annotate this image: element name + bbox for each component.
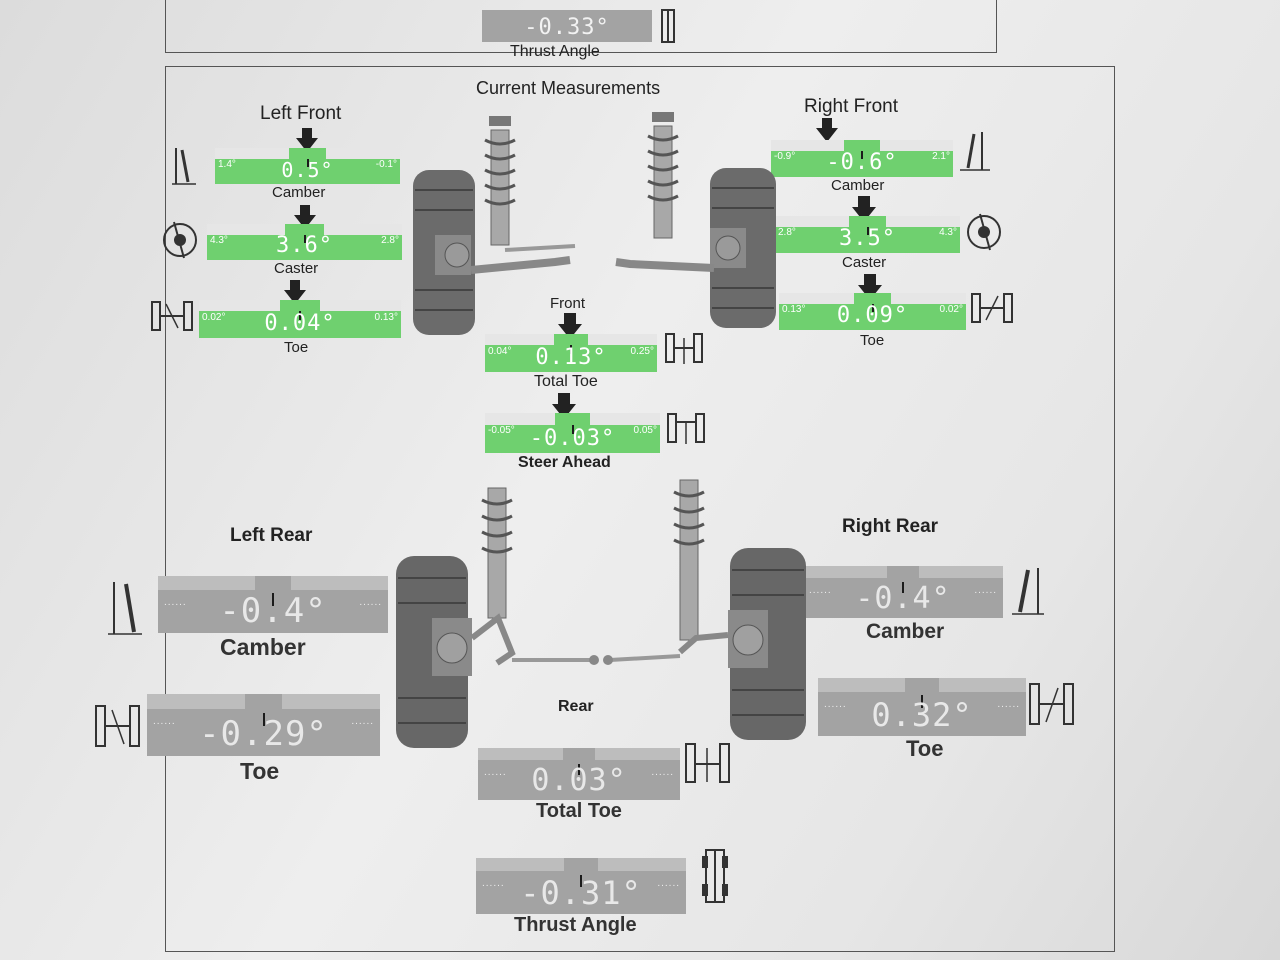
front-total-toe-value: 0.13° bbox=[535, 345, 607, 370]
rear-thrust-angle-label: Thrust Angle bbox=[514, 914, 637, 936]
left-front-camber-gauge: 1.4° -0.1° 0.5° bbox=[215, 148, 400, 184]
toe-icon bbox=[667, 413, 705, 444]
right-front-camber-max: 2.1° bbox=[932, 151, 950, 163]
rear-total-toe-value: 0.03° bbox=[531, 763, 627, 798]
toe-icon bbox=[151, 301, 193, 331]
steer-ahead-label: Steer Ahead bbox=[518, 454, 611, 471]
front-total-toe-gauge: 0.04° 0.25° 0.13° bbox=[485, 334, 657, 372]
right-front-caster-gauge: 2.8° 4.3° 3.5° bbox=[775, 216, 960, 253]
right-front-toe-gauge: 0.13° 0.02° 0.09° bbox=[779, 293, 966, 330]
front-total-toe-min: 0.04° bbox=[488, 345, 512, 357]
caster-icon bbox=[967, 213, 1001, 251]
camber-icon bbox=[1012, 568, 1044, 615]
steer-ahead-value: -0.03° bbox=[529, 426, 616, 451]
indicator-arrow-icon bbox=[284, 280, 306, 304]
front-heading: Front bbox=[550, 295, 586, 312]
indicator-arrow-icon bbox=[294, 205, 316, 229]
right-front-camber-gauge: -0.9° 2.1° -0.6° bbox=[771, 140, 953, 177]
current-measurements-frame bbox=[165, 66, 1115, 952]
suspension-strut-icon bbox=[615, 112, 776, 328]
indicator-arrow-icon bbox=[852, 196, 876, 222]
right-front-camber-min: -0.9° bbox=[774, 151, 796, 163]
front-total-toe-label: Total Toe bbox=[534, 373, 598, 390]
steer-ahead-gauge: -0.05° 0.05° -0.03° bbox=[485, 413, 660, 453]
left-rear-camber-gauge: ............ -0.4° bbox=[158, 576, 388, 633]
indicator-arrow-icon bbox=[552, 393, 576, 419]
right-front-camber-value: -0.6° bbox=[826, 150, 898, 175]
right-front-toe-max: 0.02° bbox=[939, 304, 963, 316]
left-rear-toe-label: Toe bbox=[240, 758, 280, 784]
left-front-camber-value: 0.5° bbox=[281, 158, 334, 182]
right-rear-camber-label: Camber bbox=[866, 620, 945, 643]
page-title: Current Measurements bbox=[476, 78, 661, 98]
thrust-angle-icon bbox=[702, 849, 728, 903]
right-front-toe-min: 0.13° bbox=[782, 304, 806, 316]
left-front-toe-label: Toe bbox=[284, 339, 309, 356]
thrust-angle-icon bbox=[658, 8, 678, 44]
toe-icon bbox=[95, 705, 140, 747]
steer-ahead-max: 0.05° bbox=[633, 425, 657, 437]
indicator-arrow-icon bbox=[858, 274, 882, 300]
rear-thrust-angle-gauge: ............ -0.31° bbox=[476, 858, 686, 914]
left-rear-camber-value: -0.4° bbox=[219, 591, 327, 631]
left-front-toe-value: 0.04° bbox=[264, 311, 336, 336]
right-front-toe-value: 0.09° bbox=[836, 303, 909, 328]
toe-icon bbox=[1029, 683, 1074, 725]
right-rear-camber-value: -0.4° bbox=[855, 581, 951, 616]
right-front-toe-label: Toe bbox=[860, 332, 885, 349]
top-thrust-angle-gauge: -0.33° bbox=[482, 10, 652, 42]
right-rear-toe-label: Toe bbox=[906, 736, 944, 761]
toe-icon bbox=[685, 743, 730, 783]
front-total-toe-max: 0.25° bbox=[630, 345, 654, 357]
toe-icon bbox=[971, 293, 1013, 323]
rear-total-toe-label: Total Toe bbox=[536, 800, 622, 822]
left-front-caster-max: 2.8° bbox=[381, 235, 399, 247]
camber-icon bbox=[172, 148, 196, 185]
indicator-arrow-icon bbox=[558, 313, 582, 339]
right-rear-heading: Right Rear bbox=[842, 516, 939, 537]
left-rear-camber-label: Camber bbox=[220, 634, 306, 660]
rear-heading: Rear bbox=[558, 698, 594, 715]
left-rear-heading: Left Rear bbox=[230, 525, 313, 546]
right-front-caster-value: 3.5° bbox=[839, 226, 896, 251]
right-rear-toe-gauge: ............ 0.32° bbox=[818, 678, 1026, 736]
indicator-arrow-icon bbox=[816, 118, 838, 142]
caster-icon bbox=[163, 221, 197, 259]
left-front-heading: Left Front bbox=[260, 103, 342, 124]
rear-total-toe-gauge: ............ 0.03° bbox=[478, 748, 680, 800]
left-front-caster-gauge: 4.3° 2.8° 3.6° bbox=[207, 224, 402, 260]
right-front-camber-label: Camber bbox=[831, 177, 885, 194]
left-front-caster-label: Caster bbox=[274, 260, 319, 277]
right-rear-toe-value: 0.32° bbox=[871, 696, 973, 734]
camber-icon bbox=[960, 132, 990, 171]
right-front-caster-min: 2.8° bbox=[778, 227, 796, 239]
previous-section-frame bbox=[165, 0, 997, 53]
toe-icon bbox=[665, 333, 703, 364]
left-front-camber-min: 1.4° bbox=[218, 159, 236, 171]
right-rear-camber-gauge: ............ -0.4° bbox=[803, 566, 1003, 618]
left-front-toe-max: 0.13° bbox=[374, 311, 398, 323]
left-front-camber-max: -0.1° bbox=[375, 159, 397, 171]
left-rear-toe-gauge: ............ -0.29° bbox=[147, 694, 380, 756]
steer-ahead-min: -0.05° bbox=[488, 425, 515, 437]
left-front-camber-label: Camber bbox=[272, 184, 326, 201]
camber-icon bbox=[108, 582, 142, 635]
suspension-strut-icon bbox=[396, 487, 599, 748]
left-front-caster-value: 3.6° bbox=[276, 233, 333, 258]
indicator-arrow-icon bbox=[296, 128, 318, 152]
left-rear-toe-value: -0.29° bbox=[199, 714, 328, 754]
rear-thrust-angle-value: -0.31° bbox=[520, 874, 642, 912]
left-front-toe-gauge: 0.02° 0.13° 0.04° bbox=[199, 300, 401, 338]
top-thrust-angle-value: -0.33° bbox=[524, 15, 610, 40]
left-front-toe-min: 0.02° bbox=[202, 311, 226, 323]
right-front-heading: Right Front bbox=[804, 96, 898, 117]
suspension-strut-icon bbox=[413, 116, 576, 335]
right-front-caster-max: 4.3° bbox=[939, 227, 957, 239]
suspension-strut-icon bbox=[603, 479, 806, 740]
right-front-caster-label: Caster bbox=[842, 254, 887, 271]
top-thrust-angle-label: Thrust Angle bbox=[510, 43, 600, 60]
left-front-caster-min: 4.3° bbox=[210, 235, 228, 247]
